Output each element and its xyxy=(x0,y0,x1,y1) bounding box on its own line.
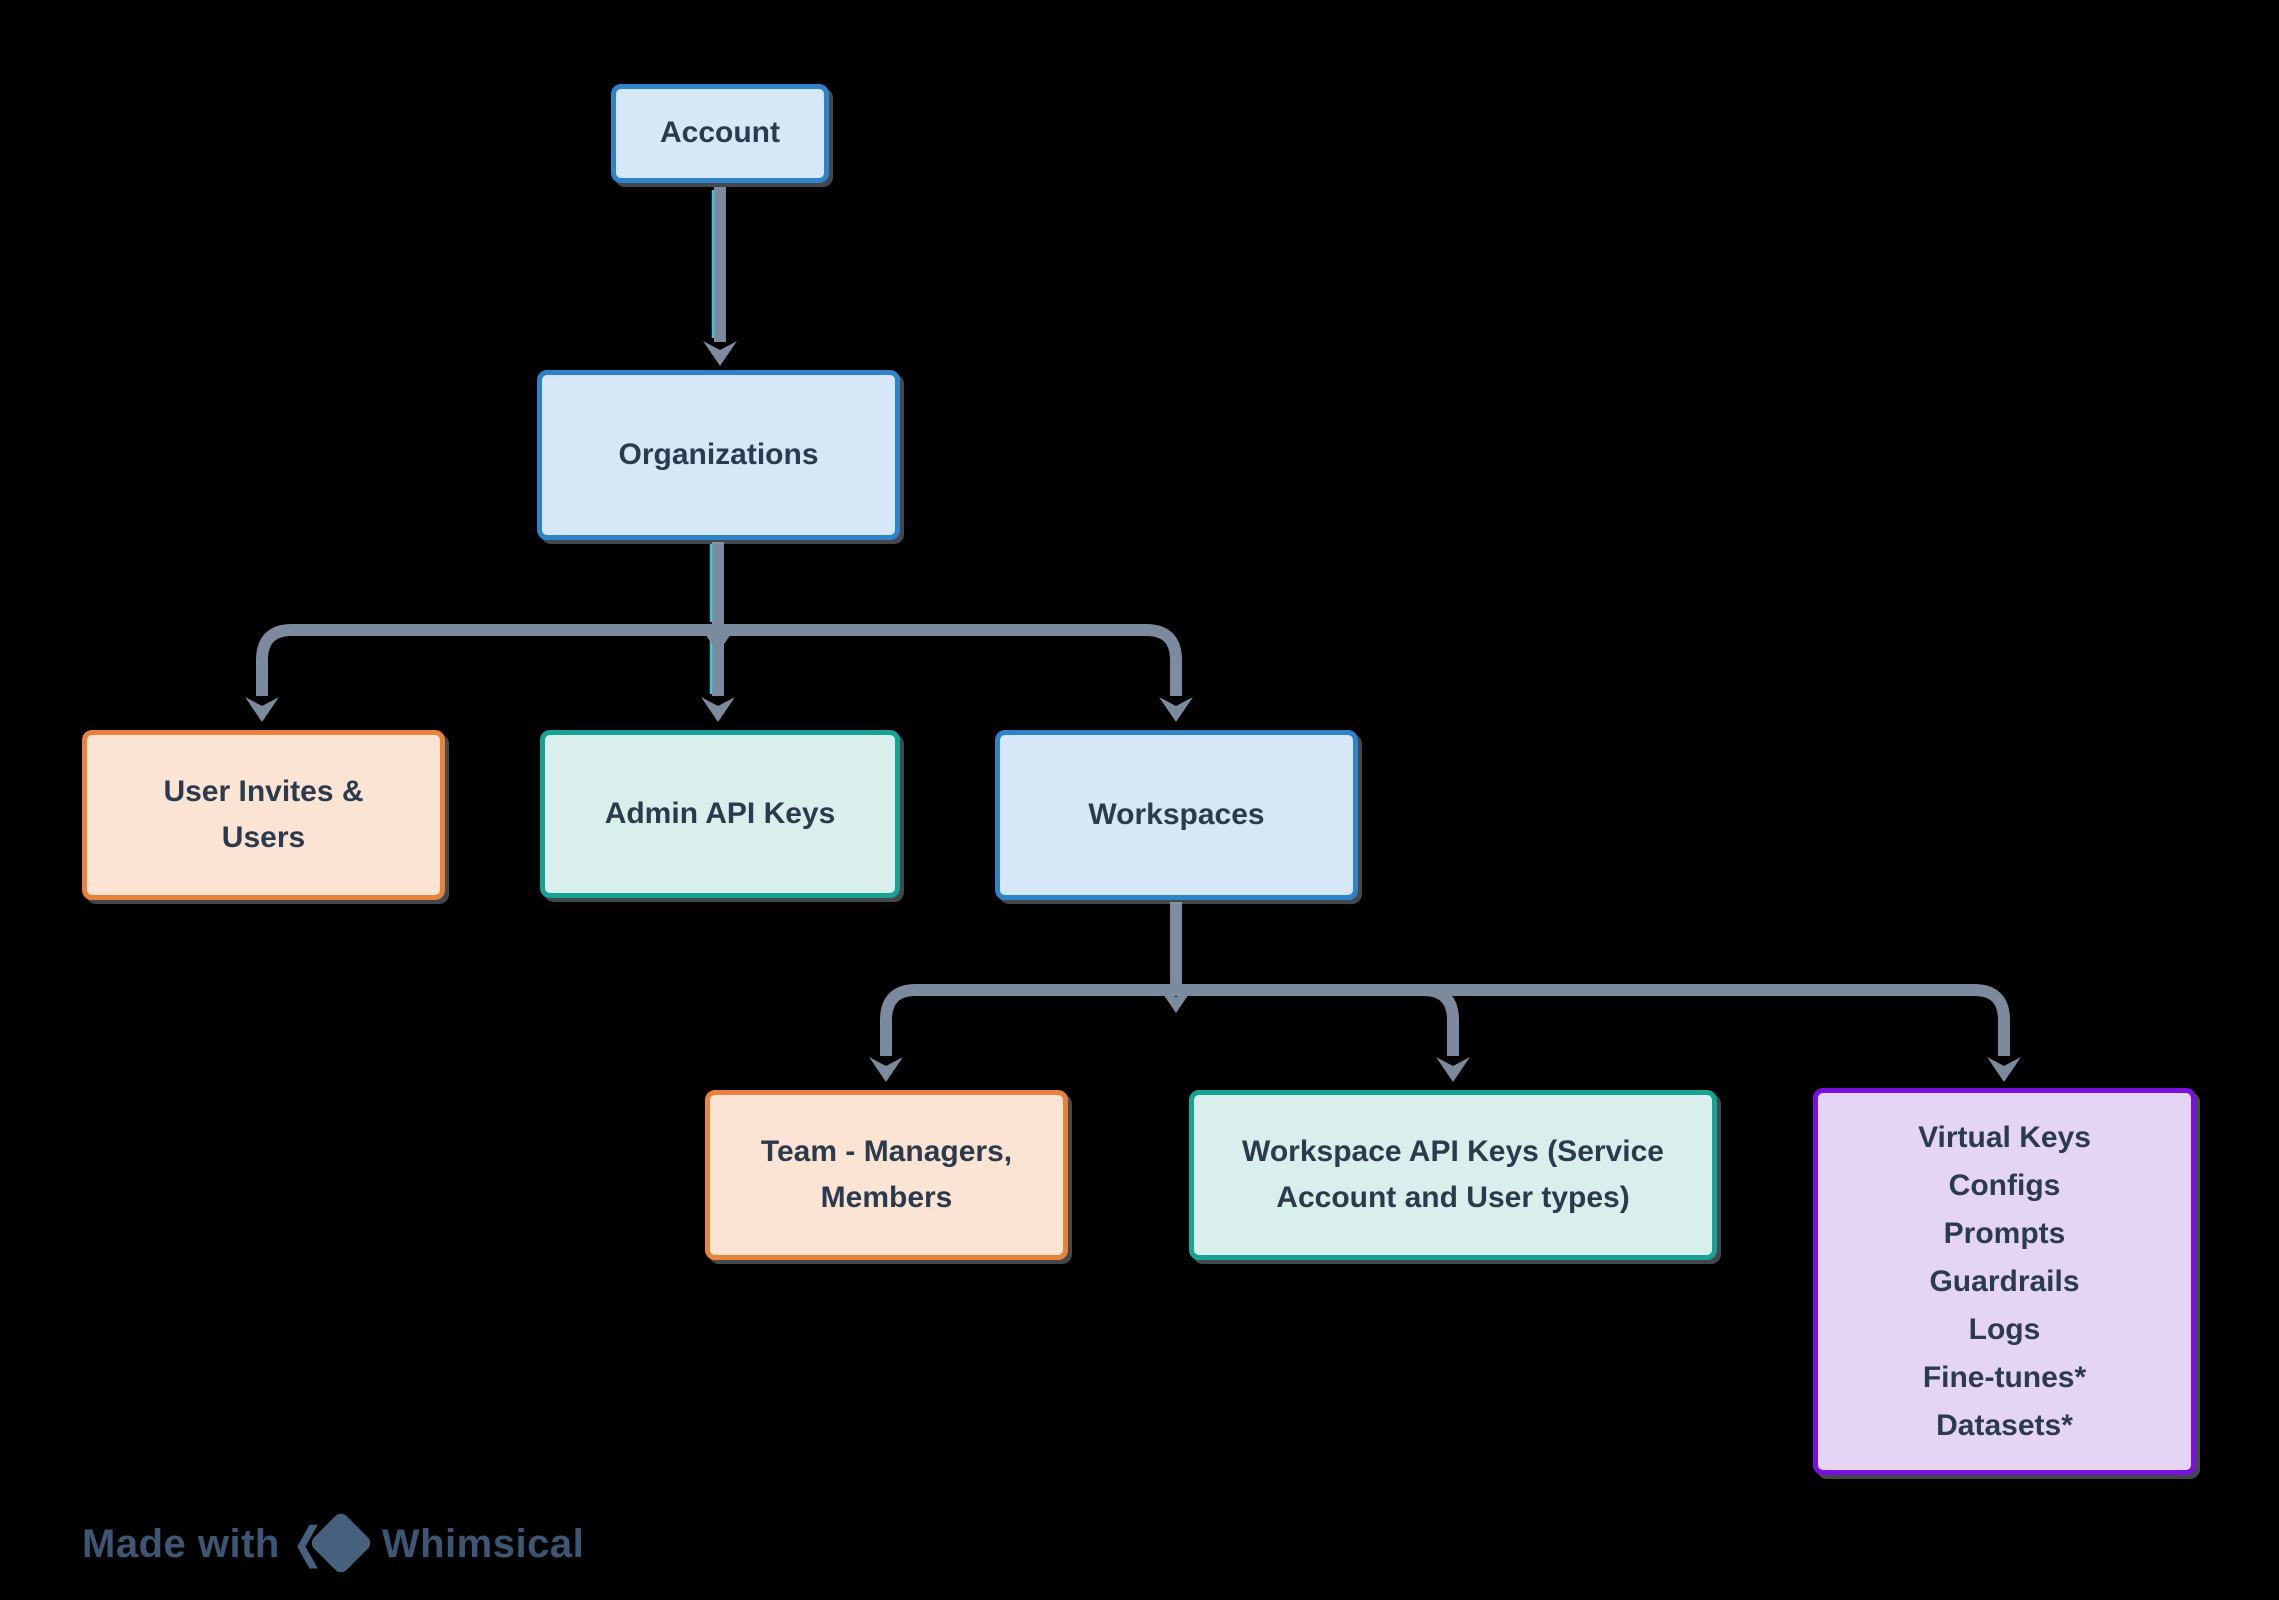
node-workspace-resources[interactable]: Virtual Keys Configs Prompts Guardrails … xyxy=(1813,1088,2196,1475)
whimsical-watermark[interactable]: Made with ❮ Whimsical xyxy=(82,1510,585,1576)
edge-workspaces-left xyxy=(880,984,1176,1056)
edge-organizations-left xyxy=(256,624,718,696)
node-team-managers-members[interactable]: Team - Managers, Members xyxy=(705,1090,1068,1260)
node-admin-api-keys[interactable]: Admin API Keys xyxy=(540,730,900,898)
arrowhead-icon xyxy=(703,341,737,366)
node-workspace-api-keys[interactable]: Workspace API Keys (Service Account and … xyxy=(1189,1090,1717,1260)
node-organizations-label: Organizations xyxy=(618,437,819,471)
arrowheads xyxy=(245,341,2021,1082)
edge-workspaces-right xyxy=(1176,984,2010,1056)
watermark-prefix: Made with xyxy=(82,1521,280,1566)
node-workspaces[interactable]: Workspaces xyxy=(995,730,1358,900)
whimsical-logo-icon: ❮ xyxy=(292,1510,374,1576)
arrowhead-icon xyxy=(1159,697,1193,722)
node-organizations[interactable]: Organizations xyxy=(537,370,900,540)
watermark-brand: Whimsical xyxy=(381,1521,585,1566)
arrowhead-icon xyxy=(701,697,735,722)
node-user-invites-users[interactable]: User Invites & Users xyxy=(82,730,445,900)
arrowhead-icon xyxy=(1159,988,1193,1013)
edge-workspaces-center xyxy=(1176,984,1459,1056)
node-team-managers-members-label: Team - Managers, Members xyxy=(760,1134,1013,1215)
arrowhead-icon xyxy=(1436,1057,1470,1082)
node-user-invites-users-label: User Invites & Users xyxy=(163,774,364,855)
node-workspace-api-keys-label: Workspace API Keys (Service Account and … xyxy=(1242,1134,1664,1215)
arrowhead-icon xyxy=(701,628,735,653)
node-account[interactable]: Account xyxy=(611,84,829,183)
node-workspace-resources-label: Virtual Keys Configs Prompts Guardrails … xyxy=(1918,1120,2091,1442)
edge-organizations-right xyxy=(718,624,1182,696)
arrowhead-icon xyxy=(245,697,279,722)
node-account-label: Account xyxy=(660,116,780,150)
arrowhead-icon xyxy=(869,1057,903,1082)
node-workspaces-label: Workspaces xyxy=(1088,797,1265,831)
arrowhead-icon xyxy=(1987,1057,2021,1082)
node-admin-api-keys-label: Admin API Keys xyxy=(604,796,836,830)
